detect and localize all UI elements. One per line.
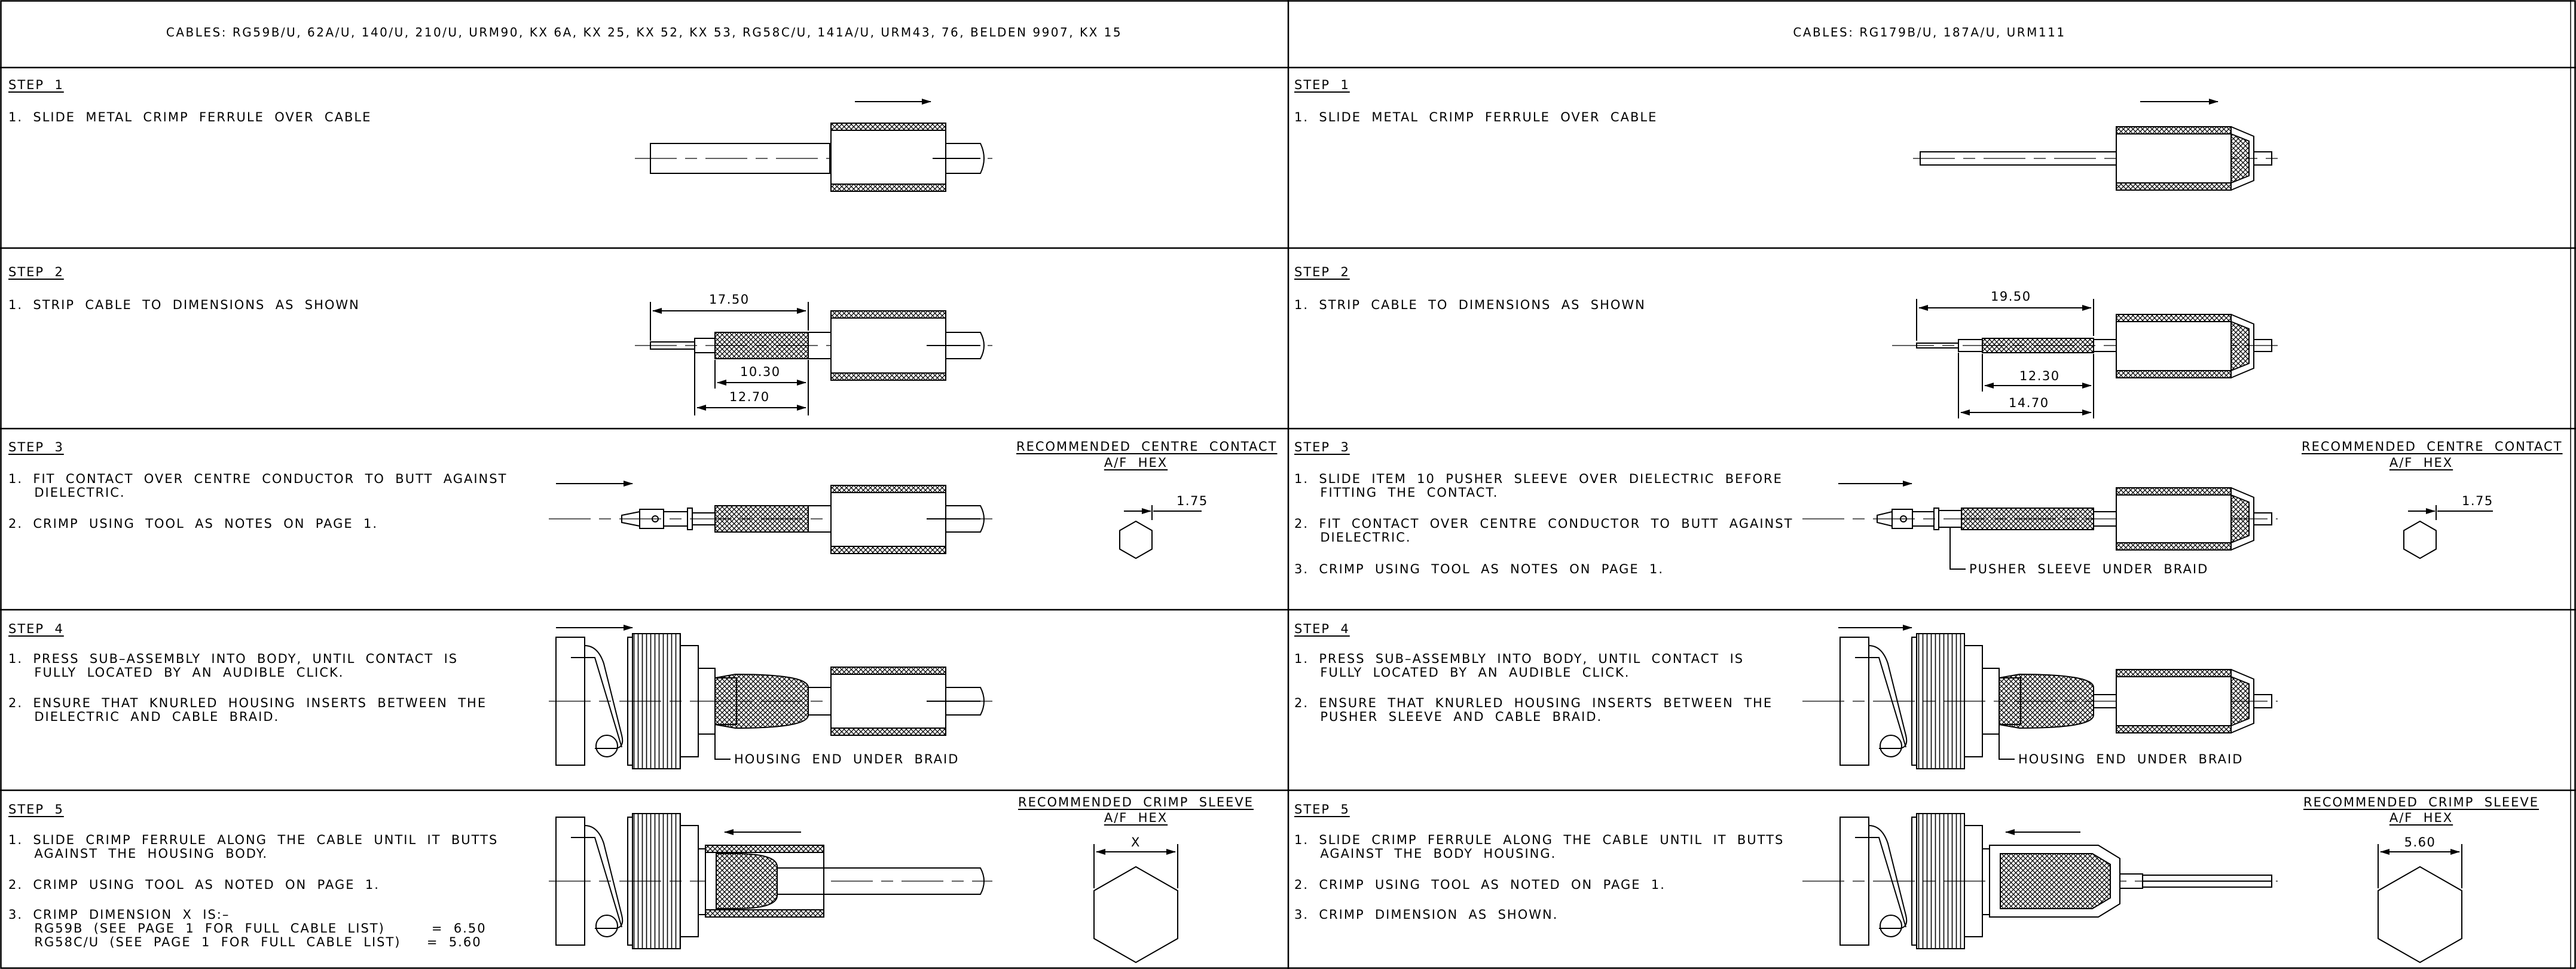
- right-cables-header: CABLES: RG179B/U, 187A/U, URM111: [1793, 25, 2066, 39]
- left-step1-cable-drawing: [635, 99, 992, 192]
- left-step5-hex-detail: [1093, 844, 1178, 964]
- right-step4-title: STEP 4: [1294, 622, 1350, 636]
- right-step3-line4: DIELECTRIC.: [1294, 530, 1411, 545]
- left-step4-callout: HOUSING END UNDER BRAID: [734, 752, 959, 766]
- right-step3-title: STEP 3: [1294, 440, 1350, 454]
- right-step5-hex-detail: [2378, 844, 2462, 964]
- left-step3-cable-drawing: [549, 481, 992, 554]
- right-step5-line1: 1. SLIDE CRIMP FERRULE ALONG THE CABLE U…: [1294, 833, 1784, 847]
- right-step3-line2: FITTING THE CONTACT.: [1294, 485, 1499, 500]
- left-step5-hex-value: X: [1131, 835, 1141, 849]
- right-step3-line1: 1. SLIDE ITEM 10 PUSHER SLEEVE OVER DIEL…: [1294, 472, 1783, 486]
- right-step5-line2: AGAINST THE BODY HOUSING.: [1294, 846, 1557, 861]
- left-step3-title: STEP 3: [8, 440, 64, 454]
- right-step3-recommend-sub: A/F HEX: [2389, 456, 2453, 470]
- left-step3-recommend-title: RECOMMENDED CENTRE CONTACT: [1016, 439, 1278, 454]
- right-step2-title: STEP 2: [1294, 265, 1350, 279]
- left-step5-line1: 1. SLIDE CRIMP FERRULE ALONG THE CABLE U…: [8, 833, 499, 847]
- right-step3-line5: 3. CRIMP USING TOOL AS NOTES ON PAGE 1.: [1294, 562, 1664, 576]
- right-step3-hex-value: 1.75: [2462, 494, 2494, 508]
- left-step3-line1: 1. FIT CONTACT OVER CENTRE CONDUCTOR TO …: [8, 472, 508, 486]
- left-step5-line6: RG58C/U (SEE PAGE 1 FOR FULL CABLE LIST)…: [8, 935, 482, 949]
- left-step2-cable-drawing: [635, 302, 992, 415]
- right-step2-cable-drawing: [1892, 299, 2278, 418]
- left-step4-line4: DIELECTRIC AND CABLE BRAID.: [8, 710, 280, 724]
- left-step4-connector-drawing: [549, 625, 992, 769]
- right-step5-hex-value: 5.60: [2404, 835, 2436, 849]
- right-step4-line3: 2. ENSURE THAT KNURLED HOUSING INSERTS B…: [1294, 696, 1773, 710]
- left-step5-line5: RG59B (SEE PAGE 1 FOR FULL CABLE LIST) =…: [8, 921, 487, 936]
- left-step5-line3: 2. CRIMP USING TOOL AS NOTED ON PAGE 1.: [8, 878, 380, 892]
- right-step3-line3: 2. FIT CONTACT OVER CENTRE CONDUCTOR TO …: [1294, 516, 1793, 531]
- right-dim-12-30: 12.30: [2019, 369, 2060, 383]
- right-step2-line1: 1. STRIP CABLE TO DIMENSIONS AS SHOWN: [1294, 298, 1646, 312]
- right-step1-title: STEP 1: [1294, 78, 1350, 92]
- left-step5-line4: 3. CRIMP DIMENSION X IS:–: [8, 907, 230, 922]
- right-step4-line1: 1. PRESS SUB–ASSEMBLY INTO BODY, UNTIL C…: [1294, 652, 1744, 666]
- left-step1-line1: 1. SLIDE METAL CRIMP FERRULE OVER CABLE: [8, 110, 372, 124]
- right-step1-line1: 1. SLIDE METAL CRIMP FERRULE OVER CABLE: [1294, 110, 1658, 124]
- right-step4-line4: PUSHER SLEEVE AND CABLE BRAID.: [1294, 710, 1603, 724]
- right-step3-hex-detail: [2403, 505, 2493, 560]
- left-step3-hex-value: 1.75: [1177, 494, 1208, 508]
- right-dim-14-70: 14.70: [2009, 396, 2049, 410]
- right-step3-cable-drawing: [1802, 481, 2278, 570]
- left-step5-line2: AGAINST THE HOUSING BODY.: [8, 846, 268, 861]
- left-step5-recommend-sub: A/F HEX: [1104, 811, 1168, 825]
- right-step4-callout: HOUSING END UNDER BRAID: [2018, 752, 2244, 766]
- right-step5-recommend-sub: A/F HEX: [2389, 811, 2453, 825]
- right-step3-recommend-title: RECOMMENDED CENTRE CONTACT: [2302, 439, 2563, 454]
- left-dim-12-70: 12.70: [729, 390, 770, 404]
- left-step3-line2: DIELECTRIC.: [8, 485, 126, 500]
- right-step5-title: STEP 5: [1294, 802, 1350, 817]
- right-dim-19-50: 19.50: [1991, 289, 2031, 304]
- left-dim-17-50: 17.50: [709, 292, 750, 307]
- left-step3-recommend-sub: A/F HEX: [1104, 456, 1168, 470]
- right-step4-connector-drawing: [1802, 625, 2278, 769]
- left-step3-hex-detail: [1119, 505, 1202, 560]
- left-step4-line3: 2. ENSURE THAT KNURLED HOUSING INSERTS B…: [8, 696, 487, 710]
- left-step2-line1: 1. STRIP CABLE TO DIMENSIONS AS SHOWN: [8, 298, 360, 312]
- right-step4-line2: FULLY LOCATED BY AN AUDIBLE CLICK.: [1294, 665, 1630, 680]
- left-step4-line2: FULLY LOCATED BY AN AUDIBLE CLICK.: [8, 665, 344, 680]
- right-step1-cable-drawing: [1913, 99, 2278, 191]
- left-step5-connector-drawing: [549, 813, 992, 949]
- left-step3-line3: 2. CRIMP USING TOOL AS NOTES ON PAGE 1.: [8, 516, 378, 531]
- left-dim-10-30: 10.30: [740, 365, 781, 379]
- left-step5-recommend-title: RECOMMENDED CRIMP SLEEVE: [1017, 795, 1254, 809]
- right-step5-connector-drawing: [1802, 813, 2278, 949]
- right-step5-line3: 2. CRIMP USING TOOL AS NOTED ON PAGE 1.: [1294, 878, 1666, 892]
- right-step3-callout: PUSHER SLEEVE UNDER BRAID: [1969, 562, 2209, 576]
- right-step5-recommend-title: RECOMMENDED CRIMP SLEEVE: [2303, 795, 2539, 809]
- right-step5-line4: 3. CRIMP DIMENSION AS SHOWN.: [1294, 907, 1559, 922]
- left-step1-title: STEP 1: [8, 78, 64, 92]
- left-step5-title: STEP 5: [8, 802, 64, 817]
- left-step4-line1: 1. PRESS SUB–ASSEMBLY INTO BODY, UNTIL C…: [8, 652, 459, 666]
- left-step2-title: STEP 2: [8, 265, 64, 279]
- left-step4-title: STEP 4: [8, 622, 64, 636]
- left-cables-header: CABLES: RG59B/U, 62A/U, 140/U, 210/U, UR…: [166, 25, 1123, 39]
